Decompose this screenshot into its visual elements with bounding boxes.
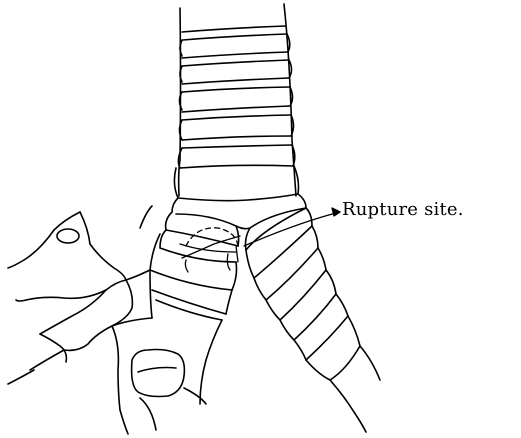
rupture-site-label: Rupture site. (342, 199, 464, 220)
trachea (178, 4, 296, 196)
right-main-bronchus (246, 208, 380, 432)
left-main-bronchus (150, 230, 238, 404)
rupture-pointer-arrow (244, 208, 340, 246)
lateral-structure (8, 206, 206, 434)
